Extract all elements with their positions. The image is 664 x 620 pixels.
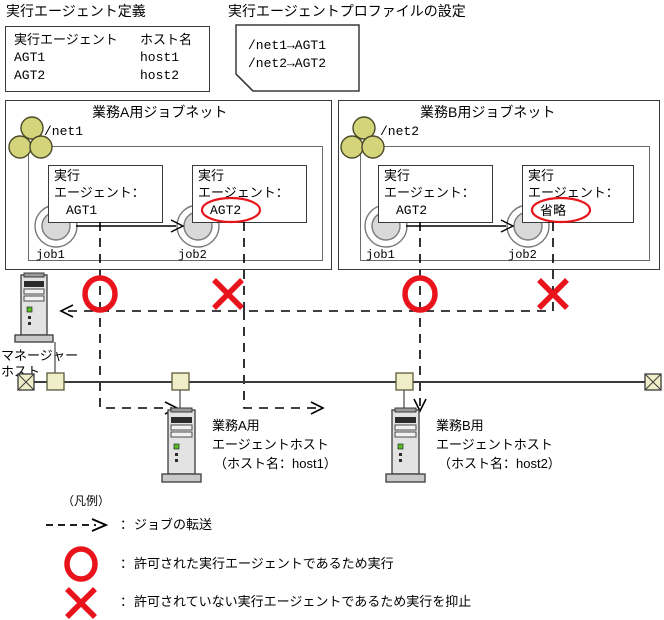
agent-host-2-label-line2: エージェントホスト — [436, 437, 553, 452]
jobnet-b-job2-highlight-ellipse — [530, 196, 592, 224]
agent-definition-col-agent: 実行エージェント — [14, 32, 118, 47]
agent-definition-row-1-host: host2 — [140, 68, 180, 83]
marker-cross-denied-b — [537, 278, 569, 310]
marker-cross-denied-a — [212, 278, 244, 310]
jobnet-b-job1-agent-box — [378, 165, 493, 223]
jobnet-b-job1-name: job1 — [366, 248, 395, 262]
agent-definition-row-1-agent: AGT2 — [14, 68, 46, 83]
jobnet-b-title: 業務B用ジョブネット — [420, 104, 556, 120]
jobnet-a-job1-agent-value: AGT1 — [66, 203, 98, 218]
jobnet-b-job-flow-arrow — [406, 219, 515, 233]
agent-definition-caption: 実行エージェント定義 — [6, 3, 146, 19]
jobnet-a-job1-agent-box — [48, 165, 163, 223]
jobnet-b-job2-agent-box — [522, 165, 634, 223]
agent-profile-note-shape — [235, 24, 360, 92]
agent-host-1-label-line2: エージェントホスト — [212, 437, 329, 452]
agent-host-1-label-line1: 業務A用 — [212, 418, 260, 433]
jobnet-a-job1-agent-label-2: エージェント： — [54, 185, 145, 200]
legend-cross-icon — [65, 587, 97, 619]
jobnet-a-job2-agent-box — [192, 165, 307, 223]
jobnet-a-title: 業務A用ジョブネット — [92, 104, 228, 120]
network-bus — [17, 342, 662, 408]
marker-circle-allowed-b — [402, 275, 438, 313]
jobnet-b-job1-agent-value: AGT2 — [396, 203, 428, 218]
jobnet-a-job2-name: job2 — [178, 248, 207, 262]
jobnet-b-job1-agent-label-2: エージェント： — [384, 185, 475, 200]
agent-host-2-icon — [385, 407, 426, 483]
legend-item-0-separator: ： — [120, 517, 134, 532]
net1-icon — [8, 116, 53, 159]
jobnet-b-job2-name: job2 — [508, 248, 537, 262]
jobnet-a-job2-agent-label-1: 実行 — [198, 168, 225, 183]
jobnet-b-job1-agent-label-1: 実行 — [384, 168, 411, 183]
jobnet-b-job2-agent-label-1: 実行 — [528, 168, 555, 183]
jobnet-b-job2-agent-label-2: エージェント： — [528, 185, 619, 200]
legend-caption: （凡例） — [62, 494, 111, 508]
legend-circle-icon — [64, 546, 98, 582]
jobnet-a-job2-highlight-ellipse — [200, 196, 262, 224]
jobnet-a-job-flow-arrow — [76, 219, 185, 233]
jobnet-b-job2-agent-value: 省略 — [540, 203, 567, 218]
jobnet-a-job2-agent-value: AGT2 — [210, 203, 242, 218]
agent-definition-box — [5, 26, 210, 92]
jobnet-a-job2-agent-label-2: エージェント： — [198, 185, 289, 200]
legend-item-2-text: 許可されていない実行エージェントであるため実行を抑止 — [134, 594, 472, 609]
jobnet-a-job1-name: job1 — [36, 248, 65, 262]
agent-profile-line-1: /net2→AGT2 — [248, 56, 327, 71]
legend-item-0-text: ジョブの転送 — [134, 517, 213, 532]
agent-profile-line-0: /net1→AGT1 — [248, 38, 327, 53]
agent-host-1-icon — [161, 407, 202, 483]
marker-circle-allowed-a — [82, 275, 118, 313]
jobnet-a-job1-agent-label-1: 実行 — [54, 168, 81, 183]
agent-definition-col-host: ホスト名 — [140, 32, 193, 47]
manager-host-icon — [14, 272, 54, 343]
legend-item-1-text: 許可された実行エージェントであるため実行 — [134, 556, 394, 571]
manager-host-label-line1: マネージャー — [1, 348, 79, 363]
agent-host-2-label-line1: 業務B用 — [436, 418, 484, 433]
legend-item-2-separator: ： — [120, 594, 134, 609]
legend-dashed-arrow-icon — [46, 518, 109, 532]
jobnet-b-net-label: /net2 — [380, 124, 420, 139]
net2-icon — [340, 116, 385, 159]
agent-host-1-label-line3: （ホスト名：host1） — [214, 456, 337, 471]
jobnet-a-net-label: /net1 — [44, 124, 84, 139]
agent-profile-caption: 実行エージェントプロファイルの設定 — [228, 3, 466, 19]
agent-definition-row-0-agent: AGT1 — [14, 50, 46, 65]
agent-host-2-label-line3: （ホスト名：host2） — [438, 456, 561, 471]
agent-definition-row-0-host: host1 — [140, 50, 180, 65]
legend-item-1-separator: ： — [120, 556, 134, 571]
